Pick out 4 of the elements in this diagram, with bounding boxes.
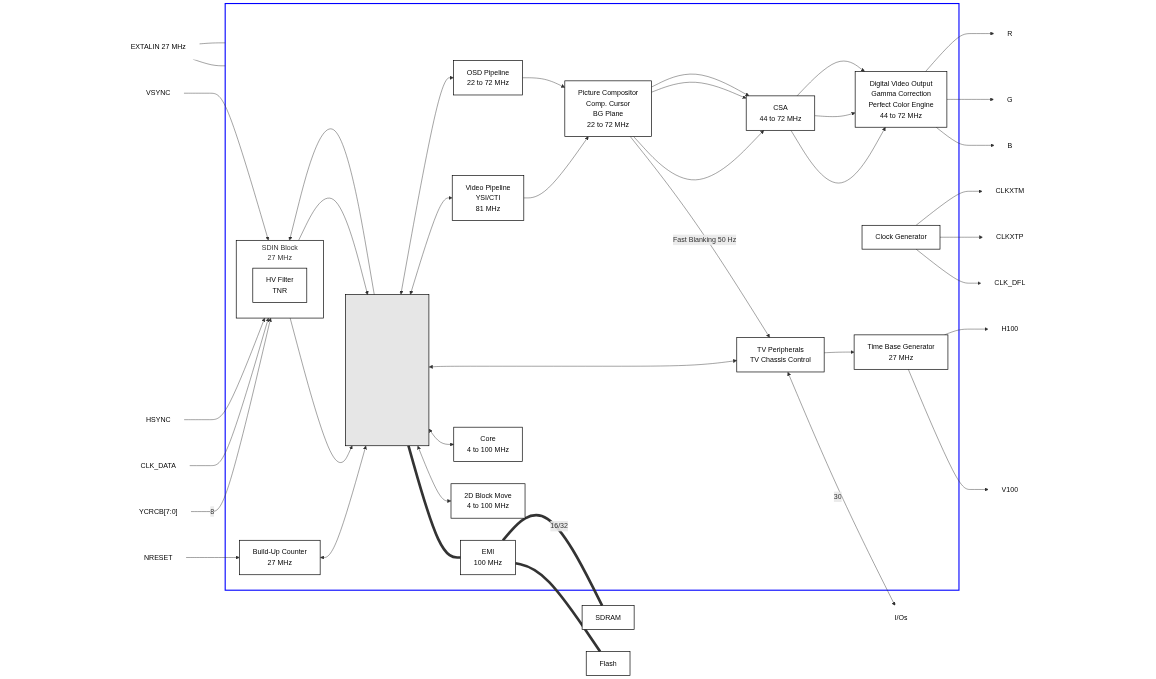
cluster <box>224 2 960 591</box>
node-bar <box>345 294 430 447</box>
connector <box>515 561 602 653</box>
connector <box>501 513 604 607</box>
